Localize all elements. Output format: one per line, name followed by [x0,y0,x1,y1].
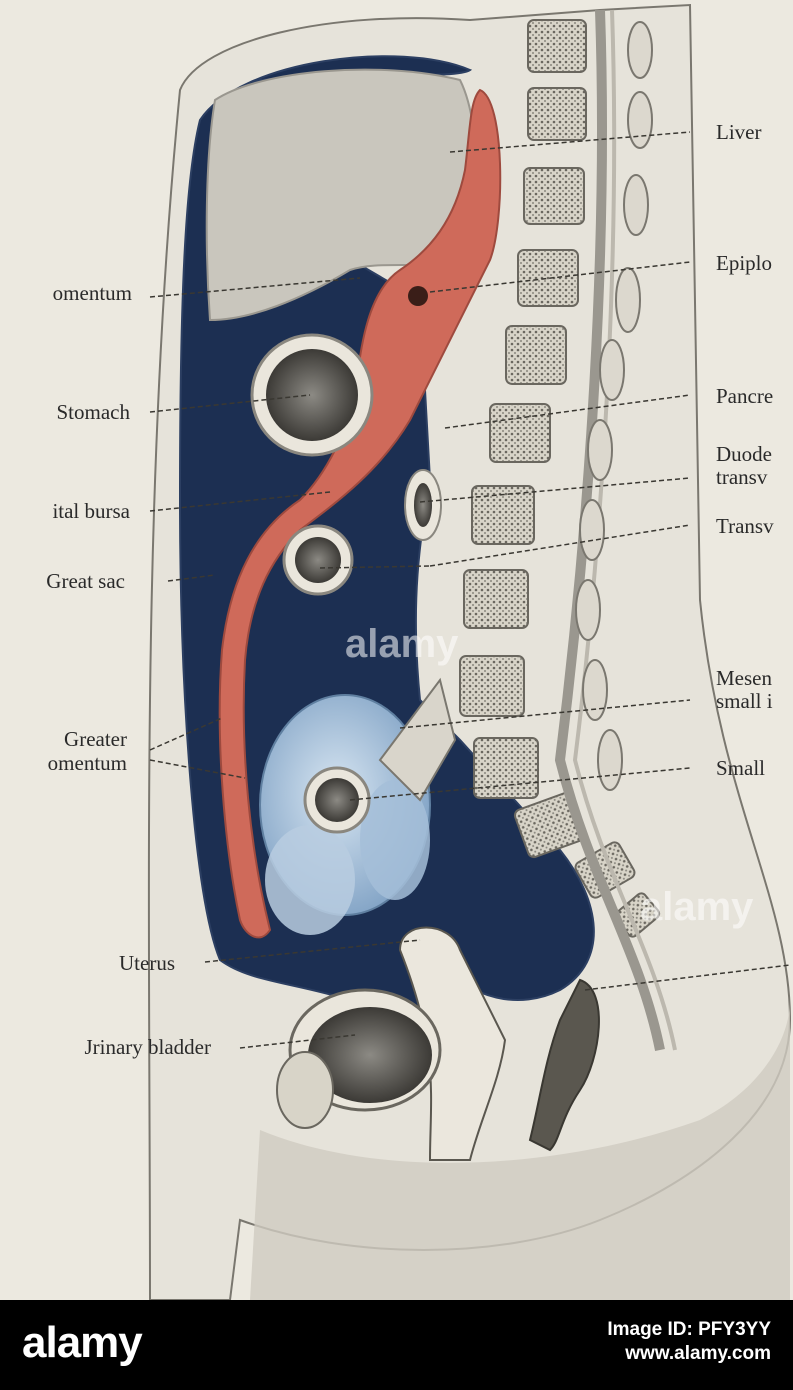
image-info: Image ID: PFY3YY www.alamy.com [607,1318,771,1366]
label-omentum-upper: omentum [52,281,132,305]
label-great-sac: Great sac [46,569,125,593]
illustration-area: omentum Stomach ital bursa Great sac Gre… [46,3,792,1300]
transverse-colon-lumen [295,537,341,583]
label-greater: Greater [64,727,127,751]
watermark-right: alamy [640,885,754,929]
label-uterus: Uterus [119,951,175,975]
label-transverse-colon: Transv [716,514,774,538]
urinary-bladder-lumen [308,1007,432,1103]
label-mesentery-small: small i [716,689,773,713]
label-duodenum: Duode [716,442,772,466]
footer-bar: alamy Image ID: PFY3YY www.alamy.com [0,1300,793,1390]
rectum [528,978,600,1152]
epiploic-foramen [408,286,428,306]
label-duodenum-transverse: transv [716,465,768,489]
label-small-intestine: Small [716,756,766,780]
leader-lines [149,131,791,1049]
stomach-lumen [266,349,358,441]
small-intestine-loop-2 [360,780,430,900]
sagittal-section-diagram [147,3,792,1300]
site-url: www.alamy.com [625,1343,771,1364]
watermark-center: alamy [345,622,459,666]
pelvis-shadow [250,1000,790,1300]
label-greater-omentum: omentum [47,751,127,775]
label-epiploic-foramen: Epiplo [716,251,772,275]
small-intestine-lumen [315,778,359,822]
small-intestine-loop [265,825,355,935]
label-stomach: Stomach [56,400,131,424]
label-pancreas: Pancre [716,384,774,408]
pubic-bone [276,1051,334,1129]
duodenum-lumen [414,483,432,527]
label-mesentery: Mesen [716,666,772,690]
image-id: Image ID: PFY3YY [607,1319,771,1340]
mesentery [378,677,457,802]
label-liver: Liver [716,120,762,144]
omental-bursa-region [218,88,502,939]
brand-logo: alamy [22,1318,143,1367]
label-omental-bursa: ital bursa [52,499,130,523]
label-urinary-bladder: Jrinary bladder [84,1035,211,1059]
